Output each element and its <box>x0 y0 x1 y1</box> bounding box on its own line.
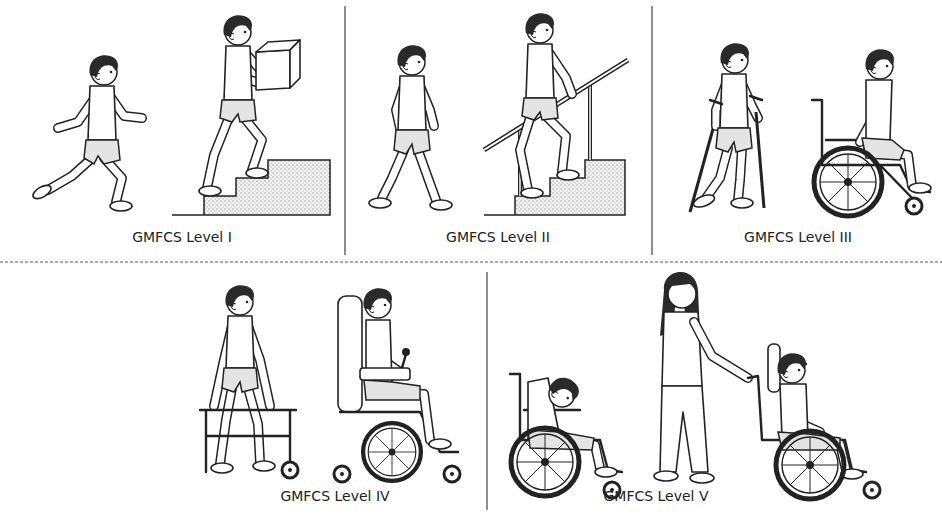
level-label: GMFCS Level II <box>446 229 550 245</box>
child-with-walker <box>200 285 298 478</box>
child-on-stairs <box>520 13 579 198</box>
adult-pushing <box>654 272 748 483</box>
walking-child <box>369 45 452 210</box>
level-label: GMFCS Level V <box>603 488 708 504</box>
level-label: GMFCS Level I <box>132 229 232 245</box>
running-child <box>31 55 142 211</box>
slumped-child-wheelchair <box>510 372 622 498</box>
level-label: GMFCS Level IV <box>280 488 389 504</box>
pushed-child-wheelchair <box>748 344 880 499</box>
stairs <box>172 160 330 215</box>
divider-lines <box>0 6 942 510</box>
manual-wheelchair-child <box>812 49 931 216</box>
power-wheelchair-child <box>334 288 460 482</box>
stairs-with-handrail <box>484 60 628 215</box>
child-with-crutches <box>690 43 764 212</box>
child-carrying-box <box>199 15 300 196</box>
level-label: GMFCS Level III <box>744 229 852 245</box>
